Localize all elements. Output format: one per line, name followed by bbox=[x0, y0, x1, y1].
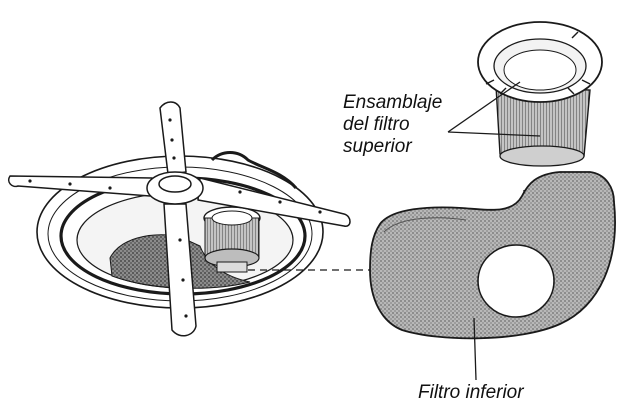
upper-filter-assembly bbox=[477, 21, 603, 167]
upper-filter-label-line1: Ensamblaje bbox=[343, 92, 443, 113]
upper-filter-label: Ensamblaje del filtro superior bbox=[343, 92, 442, 158]
seated-upper-filter bbox=[203, 206, 261, 273]
leader-lines bbox=[447, 81, 541, 381]
lower-filter-label: Filtro inferior bbox=[418, 382, 524, 403]
upper-filter-label-line3: superior bbox=[343, 136, 412, 157]
upper-filter-label-line2: del filtro bbox=[343, 114, 410, 135]
spray-arm bbox=[7, 101, 351, 337]
lower-filter bbox=[369, 171, 616, 340]
